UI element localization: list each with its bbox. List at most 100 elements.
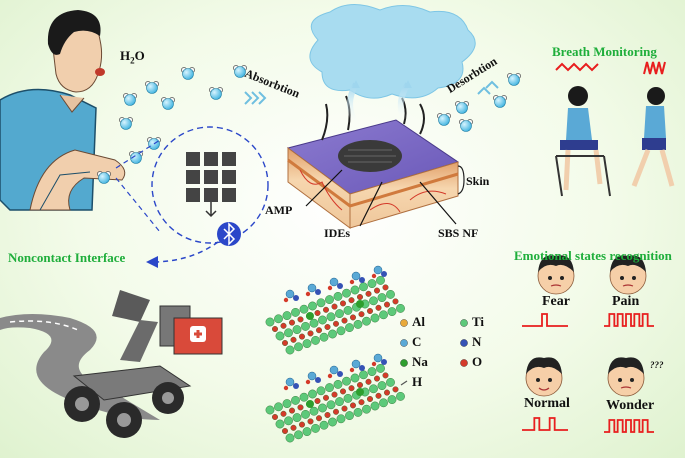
lattice-atom [331, 303, 338, 310]
lattice-atom [328, 329, 337, 339]
emotion-face [525, 357, 563, 397]
water-molecule [507, 73, 521, 86]
water-molecule [145, 81, 159, 94]
lattice-atom [386, 289, 395, 299]
water-molecule [233, 65, 247, 78]
water-molecule [123, 93, 137, 106]
water-molecule [209, 87, 223, 100]
intercalant-atom [329, 365, 339, 375]
water-molecule [455, 101, 469, 114]
lattice-atom [342, 376, 351, 386]
intercalant-atom [285, 289, 295, 299]
lattice-atom [325, 383, 334, 392]
lattice-atom [319, 332, 329, 342]
lattice-atom [362, 404, 371, 414]
lattice-atom [275, 331, 285, 341]
legend-marker [400, 359, 408, 367]
vapor-cloud [309, 4, 476, 99]
lattice-atom [379, 398, 388, 408]
lattice-atom [350, 314, 357, 321]
lattice-atom [308, 301, 317, 311]
legend-h: H [412, 374, 423, 389]
intercalant-atom [329, 277, 339, 287]
noncontact-interface-label: Noncontact Interface [8, 250, 126, 265]
emotion-face [609, 255, 647, 295]
lattice-atom [335, 397, 344, 406]
lattice-atom [348, 297, 355, 304]
emotion-signal-trace [522, 313, 568, 327]
emotion-normal-label: Normal [524, 396, 570, 411]
water-molecule [119, 117, 133, 130]
lattice-atom [331, 391, 338, 398]
lattice-atom [274, 402, 283, 412]
legend-dots [400, 319, 468, 386]
lattice-atom [284, 328, 293, 338]
lattice-atom [318, 403, 327, 413]
lattice-atom [326, 312, 336, 322]
lattice-atom [299, 333, 306, 340]
lattice-atom [272, 414, 279, 421]
lattice-atom [280, 322, 287, 329]
lattice-atom [311, 335, 320, 345]
lattice-atom [374, 287, 381, 294]
robot-vehicle [0, 290, 223, 438]
lattice-atom [299, 421, 306, 428]
lattice-atom [333, 291, 343, 301]
lattice-atom [392, 386, 399, 393]
intercalant-atom [373, 353, 383, 363]
intercalant-atom [371, 273, 377, 279]
lattice-atom [357, 294, 364, 301]
lattice-atom [282, 311, 292, 320]
legend-marker [460, 359, 468, 367]
lattice-atom [342, 288, 351, 298]
lattice-atom [307, 418, 314, 425]
lattice-atom [362, 316, 371, 326]
h2o-label: H2O [120, 48, 145, 66]
intercalant-atom [381, 271, 387, 277]
lattice-atom [316, 327, 323, 334]
breath-monitoring-figure [555, 61, 675, 197]
lattice-atom [309, 318, 319, 328]
intercalant-atom [305, 291, 311, 297]
lattice-atom [376, 363, 385, 373]
lattice-atom [282, 340, 289, 347]
intercalant-atom [337, 371, 343, 377]
legend-marker [460, 339, 468, 347]
lattice-atom [301, 321, 310, 331]
intercalant-atom [359, 277, 365, 283]
lattice-atom [285, 345, 295, 355]
lattice-atom [345, 411, 354, 420]
amp-label: AMP [265, 203, 293, 217]
lattice-atom [375, 304, 382, 311]
intercalant-atom [293, 295, 299, 301]
lattice-atom [333, 379, 343, 389]
lattice-atom [336, 414, 346, 424]
lattice-atom [359, 370, 368, 380]
intercalant-atom [371, 361, 377, 367]
intercalant-atom [315, 289, 321, 295]
water-molecule [459, 119, 473, 132]
lattice-atom [272, 326, 279, 333]
legend-c: C [412, 334, 422, 349]
lattice-atom [275, 419, 285, 429]
lattice-atom [325, 295, 334, 304]
intercalant-atom [327, 373, 333, 379]
intercalant-atom [349, 279, 355, 285]
lattice-atom [280, 410, 287, 417]
intercalant-atom [283, 297, 289, 303]
sbs-nf-label: SBS NF [438, 226, 479, 240]
lattice-atom [367, 367, 377, 376]
lattice-atom [382, 372, 389, 379]
lattice-atom [343, 305, 353, 315]
lattice-atom [302, 339, 312, 348]
intercalant-atom [293, 383, 299, 389]
lattice-atom [318, 315, 327, 325]
intercalant-atom [381, 359, 387, 365]
breath-monitoring-label: Breath Monitoring [552, 44, 657, 59]
lattice-atom [265, 405, 275, 415]
lattice-atom [336, 326, 346, 336]
mxene-structure-top [265, 265, 405, 355]
lattice-atom [284, 416, 293, 426]
lattice-atom [365, 378, 372, 385]
